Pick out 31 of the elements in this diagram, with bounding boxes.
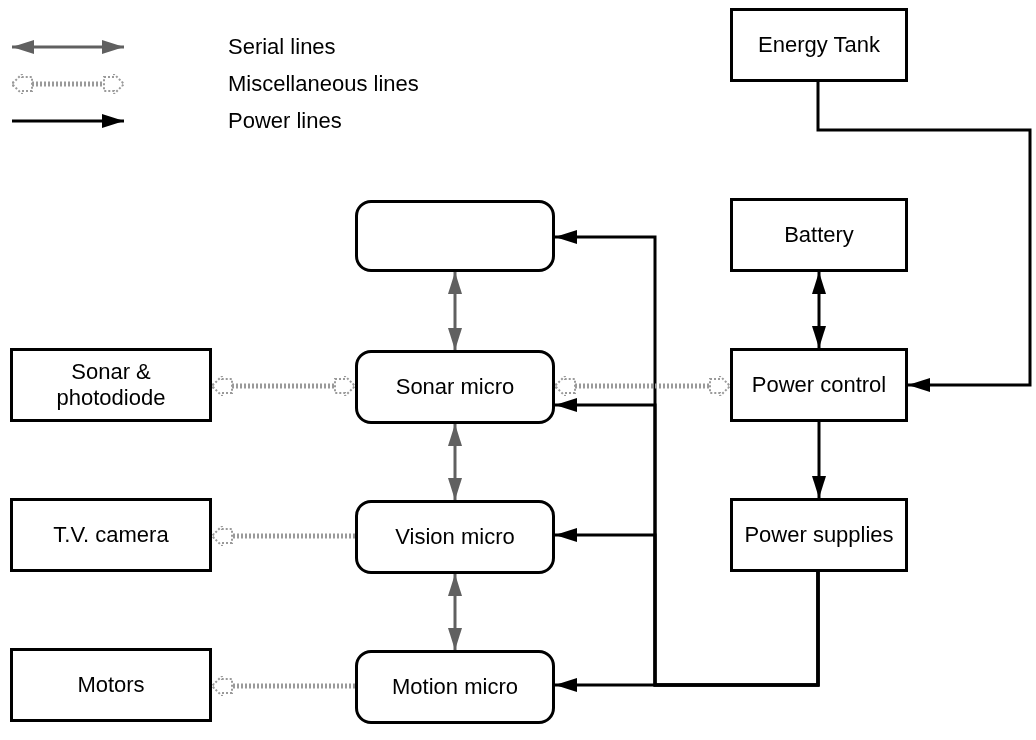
- node-label: Motors: [76, 671, 146, 699]
- process-box: [10, 498, 212, 572]
- process-box: [730, 198, 908, 272]
- legend-label: Power lines: [228, 108, 342, 134]
- legend-label: Miscellaneous lines: [228, 71, 419, 97]
- arrow: [448, 424, 462, 500]
- node-label: Motion micro: [391, 673, 519, 701]
- node-label: T.V. camera: [52, 521, 170, 549]
- node-label: Energy Tank: [757, 31, 881, 59]
- rounded-box: [355, 350, 555, 424]
- arrow: [555, 528, 820, 687]
- node-label: Sonar & photodiode: [55, 358, 167, 412]
- empty-rounded-box: [355, 200, 555, 272]
- process-box: [730, 498, 908, 572]
- arrow: [812, 422, 826, 498]
- node-label: Sonar micro: [394, 373, 516, 401]
- process-box: [10, 648, 212, 722]
- arrow: [812, 272, 826, 348]
- node-label: Power supplies: [743, 521, 895, 549]
- rounded-box: [355, 500, 555, 574]
- legend-label: Serial lines: [228, 34, 336, 60]
- arrow: [816, 82, 1032, 392]
- node-label: Vision micro: [394, 523, 516, 551]
- rounded-box: [355, 650, 555, 724]
- node-label: Battery: [783, 221, 855, 249]
- arrow: [448, 574, 462, 650]
- process-box: [10, 348, 212, 422]
- arrow: [448, 272, 462, 350]
- node-label: Power control: [750, 371, 888, 399]
- process-box: [730, 8, 908, 82]
- process-box: [730, 348, 908, 422]
